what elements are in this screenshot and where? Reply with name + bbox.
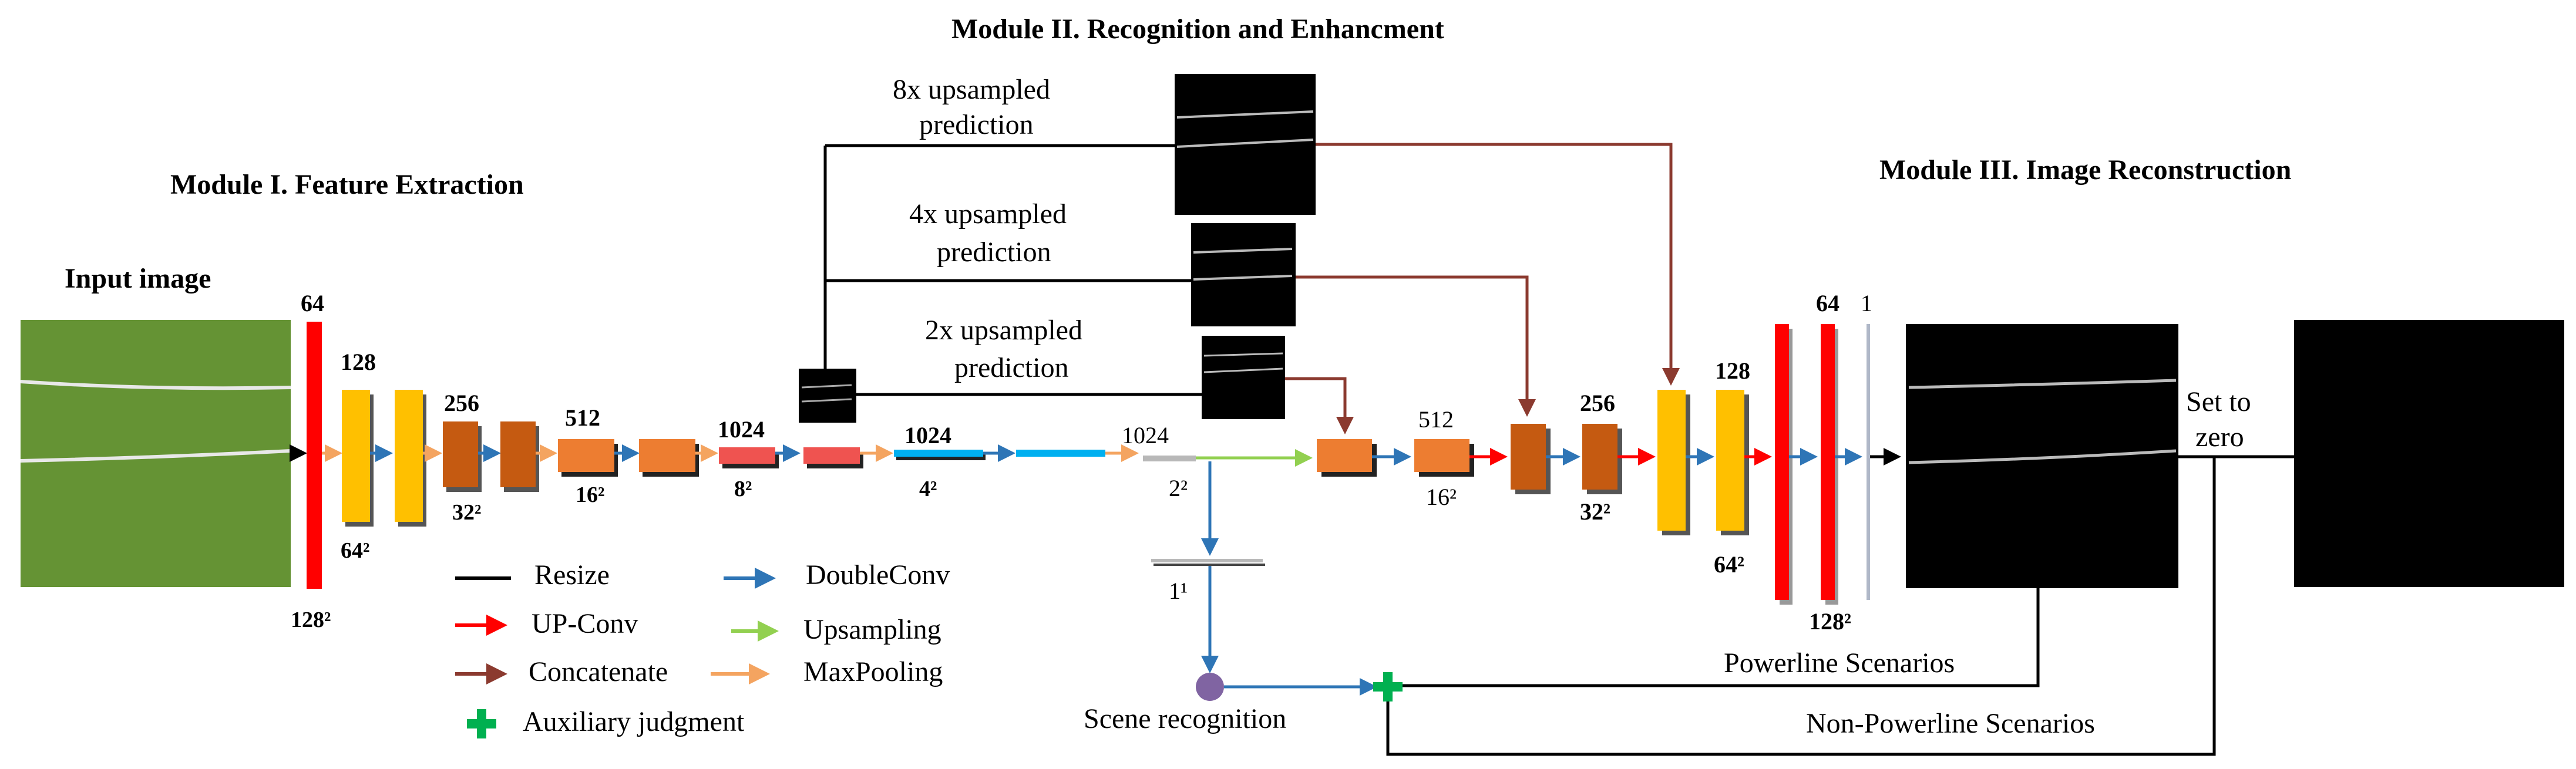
enc-1024-block-b xyxy=(803,447,860,464)
enc-128-block-a xyxy=(342,390,370,522)
dec-size-128: 128² xyxy=(1809,608,1851,635)
pred-4x-image xyxy=(1191,223,1296,326)
module3-title: Module III. Image Reconstruction xyxy=(1879,154,2291,185)
dec-64-bar-b xyxy=(1821,324,1835,600)
dec-label-512: 512 xyxy=(1418,406,1454,433)
enc-label-1024a: 1024 xyxy=(718,416,765,443)
legend-auxiliary-label: Auxiliary judgment xyxy=(523,706,745,737)
dec-128-block-a xyxy=(1657,390,1686,531)
dec-64-bar-a xyxy=(1775,324,1789,600)
pred-8x-label-2: prediction xyxy=(919,109,1034,140)
input-image-title: Input image xyxy=(65,263,211,294)
enc-label-64: 64 xyxy=(301,290,324,316)
legend-resize-label: Resize xyxy=(534,559,610,591)
dec-1-bar xyxy=(1867,324,1870,600)
bottleneck-label-1024: 1024 xyxy=(1122,422,1169,448)
auxiliary-judgment-node xyxy=(1373,672,1403,701)
concat-2x xyxy=(1285,377,1354,434)
non-powerline-route xyxy=(1386,457,2216,756)
dec-label-128: 128 xyxy=(1715,357,1750,384)
legend-concat-label: Concatenate xyxy=(529,656,668,687)
encoder xyxy=(307,322,1139,589)
dec-256-block-b xyxy=(1582,424,1617,490)
legend-doubleconv-label: DoubleConv xyxy=(806,559,950,591)
enc-512-block-b xyxy=(639,439,695,472)
output-prediction-image xyxy=(1906,324,2178,588)
legend: Resize UP-Conv Concatenate Auxiliary jud… xyxy=(455,559,950,738)
one-by-one-bar xyxy=(1151,559,1263,562)
enc-256-block-b xyxy=(500,421,536,487)
powerline-label: Powerline Scenarios xyxy=(1724,647,1955,679)
decoder xyxy=(1317,324,1901,605)
skip-feature-thumb xyxy=(799,369,856,423)
enc-label-128: 128 xyxy=(341,349,376,375)
scene-recognition-label: Scene recognition xyxy=(1084,703,1286,734)
enc-size-16: 16² xyxy=(576,483,604,507)
enc-size-8: 8² xyxy=(734,477,752,501)
set-to-zero-line2: zero xyxy=(2195,421,2244,453)
enc-1024-cyan-a xyxy=(894,450,983,457)
bottleneck-bar xyxy=(1143,456,1196,461)
enc-1024-block-a xyxy=(719,447,775,464)
enc-256-block-a xyxy=(443,421,478,487)
pred-8x-label-1: 8x upsampled xyxy=(893,74,1050,105)
enc-label-1024b: 1024 xyxy=(904,422,951,448)
pred-2x-image xyxy=(1202,336,1285,419)
module1-title: Module I. Feature Extraction xyxy=(170,169,524,200)
powerline-route xyxy=(1403,588,2040,687)
non-powerline-label: Non-Powerline Scenarios xyxy=(1806,708,2095,739)
enc-label-256: 256 xyxy=(444,390,479,416)
pred-4x-label-1: 4x upsampled xyxy=(909,198,1067,230)
legend-upsampling-label: Upsampling xyxy=(803,614,941,645)
concat-8x xyxy=(1316,143,1680,386)
enc-size-64: 64² xyxy=(341,538,369,563)
dec-label-1: 1 xyxy=(1861,290,1872,316)
legend-upconv-label: UP-Conv xyxy=(532,608,638,639)
dec-size-64: 64² xyxy=(1714,551,1744,578)
concat-4x xyxy=(1296,275,1536,417)
dec-label-64: 64 xyxy=(1816,290,1839,316)
enc-size-4: 4² xyxy=(919,477,937,501)
pred-4x-label-2: prediction xyxy=(937,237,1051,268)
prediction-tree xyxy=(799,144,1202,423)
enc-label-512: 512 xyxy=(565,404,600,431)
dec-concat-block xyxy=(1317,439,1372,472)
scene-recognition-node xyxy=(1196,673,1224,701)
set-to-zero-line1: Set to xyxy=(2186,386,2251,417)
one-by-one-label: 1¹ xyxy=(1169,578,1188,604)
dec-label-256: 256 xyxy=(1580,390,1615,416)
dec-128-block-b xyxy=(1716,390,1744,531)
pred-2x-label-1: 2x upsampled xyxy=(925,315,1082,346)
enc-1024-cyan-b xyxy=(1016,450,1105,457)
enc-size-32: 32² xyxy=(452,500,481,525)
dec-512-block xyxy=(1414,439,1469,472)
dec-size-32: 32² xyxy=(1580,498,1610,525)
dec-256-block-a xyxy=(1511,424,1546,490)
legend-maxpooling-label: MaxPooling xyxy=(803,656,943,687)
output-zero-image xyxy=(2294,320,2564,587)
enc-128-block-b xyxy=(395,390,423,522)
module2-title: Module II. Recognition and Enhancment xyxy=(951,14,1444,45)
enc-size-128: 128² xyxy=(291,608,331,632)
dec-size-16: 16² xyxy=(1426,484,1457,510)
bottleneck-size-2: 2² xyxy=(1169,475,1188,501)
pred-2x-label-2: prediction xyxy=(954,352,1069,383)
enc-512-block-a xyxy=(558,439,614,472)
enc-64-bar xyxy=(307,322,322,589)
input-image xyxy=(20,320,291,587)
